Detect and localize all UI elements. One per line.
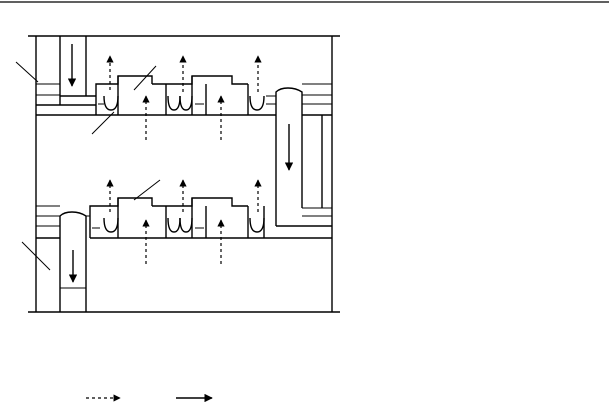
leader-lines bbox=[15, 61, 161, 271]
liquid-flow-arrows bbox=[67, 44, 294, 283]
column-shell bbox=[28, 35, 340, 313]
vapour-flow-arrows bbox=[106, 55, 262, 264]
upper-tray bbox=[36, 36, 332, 208]
lower-tray bbox=[36, 197, 332, 312]
